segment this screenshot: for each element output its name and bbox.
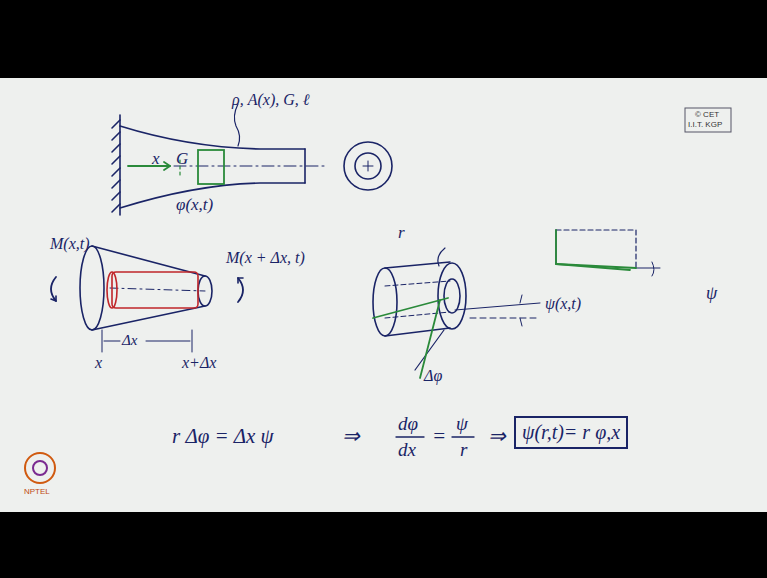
handwritten-label: x+Δx xyxy=(182,355,216,371)
slide-background xyxy=(0,78,767,512)
boxed-equation: ψ(r,t)= r φ,x xyxy=(514,416,628,449)
logo-text: I.I.T. KGP xyxy=(688,121,722,129)
handwritten-label: r Δφ = Δx ψ xyxy=(172,426,274,447)
handwritten-label: ⇒ xyxy=(488,426,506,447)
handwritten-label: ⇒ xyxy=(342,426,360,447)
handwritten-label: φ(x,t) xyxy=(176,196,213,213)
handwritten-label: x xyxy=(95,355,102,371)
handwritten-label: G xyxy=(176,150,188,167)
logo-text: © CET xyxy=(695,111,719,119)
handwritten-label: M(x,t) xyxy=(50,236,90,252)
handwritten-label: x xyxy=(152,150,160,167)
handwritten-label: r xyxy=(460,440,467,459)
handwritten-label: dx xyxy=(398,440,416,459)
handwritten-label: Δx xyxy=(122,333,137,348)
logo-text: NPTEL xyxy=(24,488,50,496)
handwritten-label: ρ, A(x), G, ℓ xyxy=(232,92,309,108)
handwritten-label: r xyxy=(398,224,405,241)
handwritten-label: ψ xyxy=(706,284,717,302)
handwritten-label: Δφ xyxy=(424,368,442,384)
handwritten-label: dφ xyxy=(398,414,418,433)
handwritten-label: = xyxy=(432,426,446,447)
equation-text: ψ(r,t)= r φ,x xyxy=(522,421,620,443)
handwritten-label: ψ(x,t) xyxy=(545,296,581,312)
handwritten-label: M(x + Δx, t) xyxy=(226,250,305,266)
handwritten-label: ψ xyxy=(456,414,468,433)
